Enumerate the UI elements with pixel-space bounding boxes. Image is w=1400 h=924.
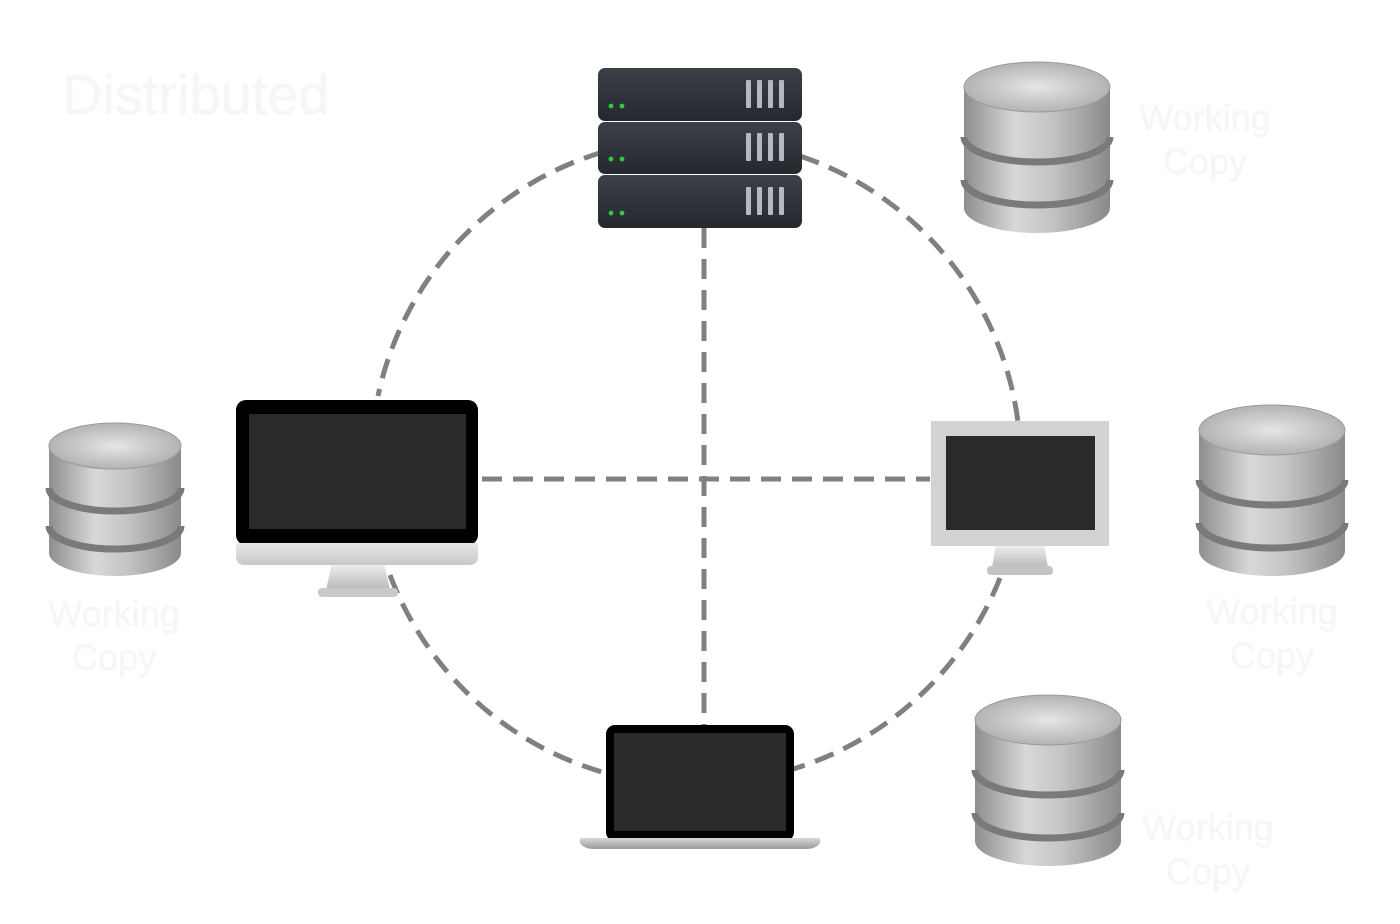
- server-rack-icon: [598, 68, 802, 228]
- monitor-icon: [931, 421, 1109, 575]
- connector-arc-server-left: [375, 149, 604, 397]
- repository-label: Working Copy: [1138, 806, 1278, 894]
- connector-arc-left-laptop: [387, 574, 603, 775]
- connector-arc-right-laptop: [789, 577, 1003, 773]
- connector-arc-server-right: [799, 153, 1021, 423]
- repository-label-line1: Working: [48, 593, 180, 634]
- repository-label: Working Copy: [44, 592, 184, 680]
- laptop-icon: [580, 725, 820, 849]
- connector-lines: [375, 149, 1021, 775]
- repository-label-line1: Working: [1139, 97, 1271, 138]
- repository-label-line1: Working: [1142, 807, 1274, 848]
- repository-label-line1: Working: [1206, 591, 1338, 632]
- repository-label: Working Copy: [1202, 590, 1342, 678]
- repository-label-line2: Copy: [1165, 851, 1251, 892]
- diagram-title: Distributed: [62, 63, 330, 126]
- repository-label: Working Copy: [1135, 96, 1275, 184]
- repository-label-line2: Copy: [71, 637, 157, 678]
- database-icon: [45, 422, 185, 576]
- imac-desktop-icon: [236, 400, 478, 597]
- database-icon: [971, 694, 1125, 866]
- repository-label-line2: Copy: [1162, 141, 1248, 182]
- database-icon: [960, 61, 1114, 233]
- repository-label-line2: Copy: [1229, 635, 1315, 676]
- database-icon: [1195, 404, 1349, 576]
